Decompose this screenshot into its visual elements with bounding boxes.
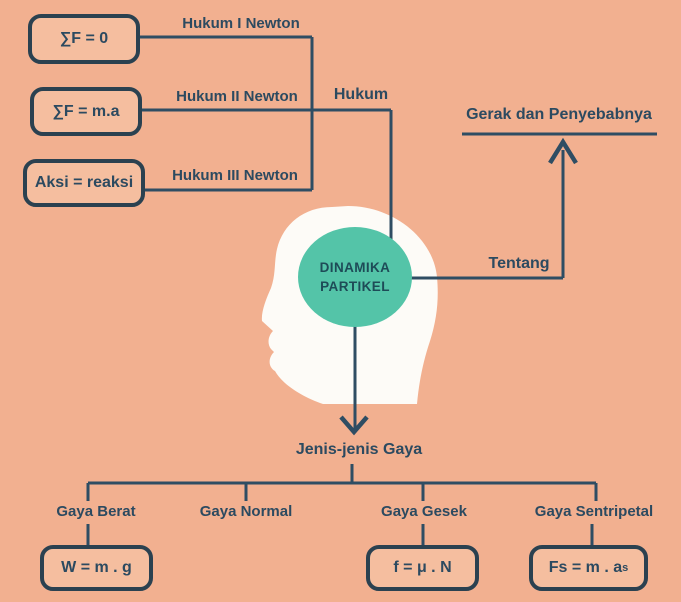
- formula-sentripetal-subscript: s: [622, 562, 629, 574]
- connector-lines: [86, 35, 657, 545]
- tentang-branch-label: Tentang: [488, 255, 550, 272]
- forces-title: Jenis-jenis Gaya: [295, 441, 423, 458]
- arrow-up-icon: [548, 137, 578, 165]
- force-label-sentripetal: Gaya Sentripetal: [534, 503, 654, 520]
- formula-gesek: f = μ . N: [393, 559, 452, 576]
- formula-box-newton-3: Aksi = reaksi: [23, 159, 145, 207]
- laws-connector: [140, 35, 391, 192]
- center-topic-line2: PARTIKEL: [320, 279, 390, 294]
- center-topic-line1: DINAMIKA: [319, 260, 391, 275]
- arrow-down-icon: [339, 415, 369, 436]
- brain-circle: [298, 227, 412, 327]
- formula-newton-2: ∑F = m.a: [52, 102, 120, 120]
- law-1-label: Hukum I Newton: [182, 15, 300, 32]
- formula-box-gesek: f = μ . N: [366, 545, 479, 591]
- force-label-gesek: Gaya Gesek: [381, 503, 467, 520]
- formula-berat: W = m . g: [61, 559, 132, 576]
- law-3-label: Hukum III Newton: [172, 167, 298, 184]
- law-2-label: Hukum II Newton: [176, 88, 298, 105]
- formula-box-newton-2: ∑F = m.a: [30, 87, 142, 136]
- formula-box-berat: W = m . g: [40, 545, 153, 591]
- formula-newton-1: ∑F = 0: [59, 30, 109, 47]
- force-label-berat: Gaya Berat: [56, 503, 136, 520]
- about-topic-label: Gerak dan Penyebabnya: [466, 106, 652, 123]
- center-topic: DINAMIKA PARTIKEL: [295, 258, 415, 296]
- formula-newton-3: Aksi = reaksi: [34, 174, 134, 191]
- forces-tree-lines: [86, 464, 598, 545]
- formula-box-newton-1: ∑F = 0: [28, 14, 140, 64]
- formula-sentripetal: Fs = m . a: [548, 559, 623, 576]
- hukum-branch-label: Hukum: [333, 86, 389, 103]
- force-label-normal: Gaya Normal: [199, 503, 293, 520]
